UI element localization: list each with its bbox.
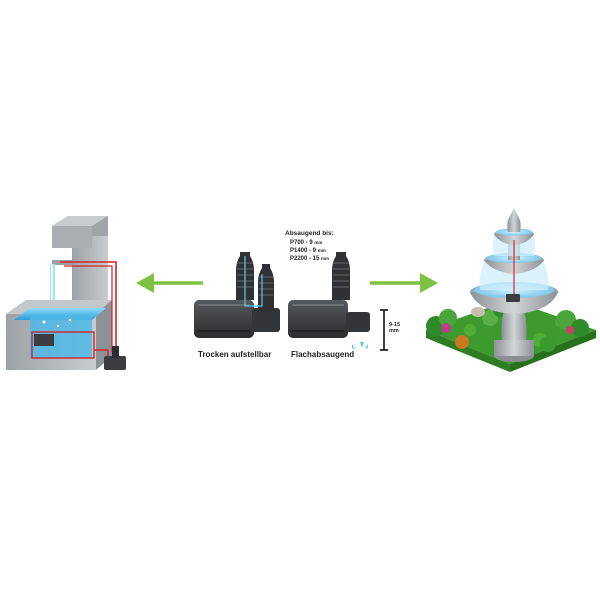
depth-range-unit: mm — [389, 328, 399, 334]
caption-dry-install: Trocken aufstellbar — [198, 350, 272, 359]
depth-range-label: 9-15 mm — [389, 322, 400, 334]
depth-bracket-icon — [380, 309, 388, 351]
suction-spec-line: P1400 - 9 mm — [290, 248, 326, 254]
caption-flat-suction: Flachabsaugend — [291, 350, 355, 359]
arrow-right-icon — [370, 273, 438, 293]
depth-range-value: 9-15 — [389, 322, 401, 328]
suction-spec-title: Absaugend bis: — [285, 230, 334, 237]
pump-dry-install — [194, 252, 280, 338]
suction-spec-line: P2200 - 15 mm — [290, 256, 330, 262]
arrow-left-icon — [136, 273, 203, 293]
suction-spec-block: Absaugend bis: P700 - 9 mm P1400 - 9 mm … — [285, 230, 365, 262]
water-drops-icon — [352, 342, 368, 349]
wall-fountain-illustration — [6, 216, 126, 370]
garden-fountain-illustration — [426, 208, 596, 372]
suction-spec-line: P700 - 9 mm — [290, 240, 323, 246]
pump-flat-suction — [288, 252, 370, 338]
